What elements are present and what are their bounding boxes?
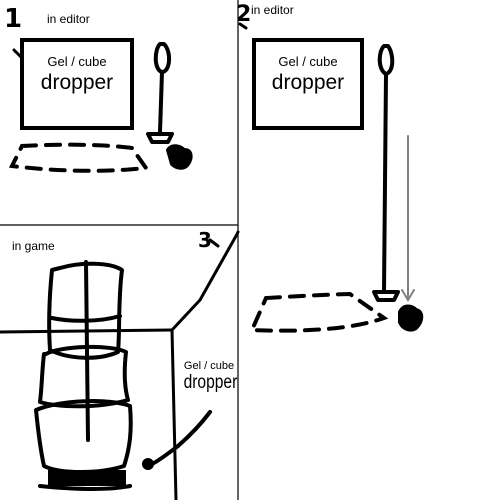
panel2-sign-line1: Gel / cube xyxy=(278,54,338,69)
panel2-arrow xyxy=(401,135,415,302)
panel-dividers xyxy=(0,0,239,500)
panel3-scene xyxy=(0,230,240,500)
panel1-sign: Gel / cube dropper xyxy=(20,38,134,130)
panel2-dashed-platform xyxy=(248,291,389,333)
panel3-number: 3 xyxy=(198,228,212,252)
panel1-caption: in editor xyxy=(47,12,90,26)
panel1-sign-line2: dropper xyxy=(40,71,114,94)
panel2-dropper xyxy=(372,44,424,332)
panel3-caption: in game xyxy=(12,239,55,253)
panel1-number: 1 xyxy=(4,4,23,34)
panel2-number: 2 xyxy=(236,2,252,27)
panel2-caption: in editor xyxy=(251,3,294,17)
panel3-sign-line2: dropper xyxy=(183,372,238,393)
panel1-dashed-platform xyxy=(8,142,150,173)
panel1-sign-line1: Gel / cube xyxy=(47,54,107,69)
panel1-dropper xyxy=(146,42,193,170)
panel2-sign: Gel / cube dropper xyxy=(252,38,364,130)
panel3-sign-line1: Gel / cube xyxy=(183,360,235,372)
panel2-sign-line2: dropper xyxy=(271,71,345,94)
panel3-sign: Gel / cube dropper xyxy=(178,360,240,394)
